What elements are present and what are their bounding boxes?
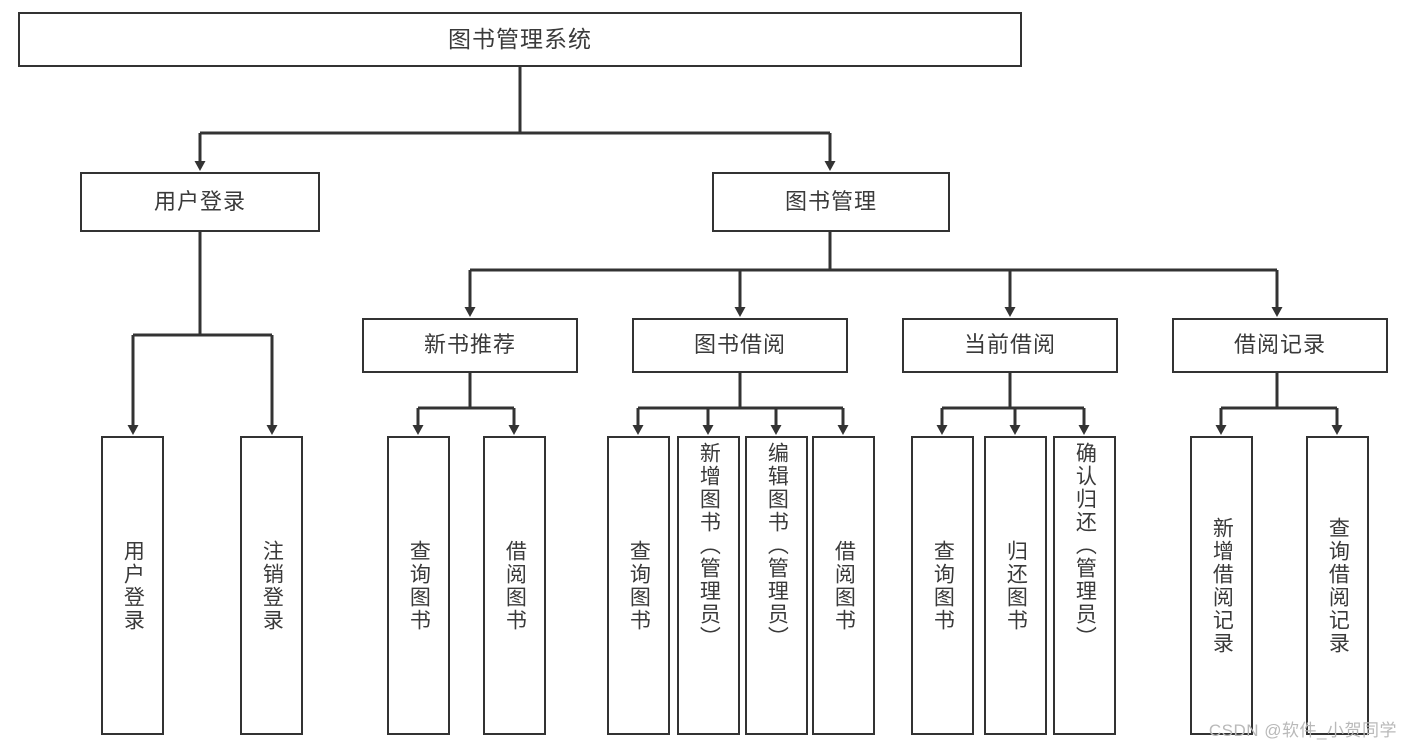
node-leaf-add-book[interactable]: 新增图书（管理员） [677, 436, 740, 735]
node-leaf-query-book-1[interactable]: 查询图书 [387, 436, 450, 735]
node-leaf-add-record[interactable]: 新增借阅记录 [1190, 436, 1253, 735]
watermark-text: CSDN @软件_小贺同学 [1208, 721, 1397, 740]
node-leaf-borrow-book-1[interactable]: 借阅图书 [483, 436, 546, 735]
node-leaf-return-book[interactable]: 归还图书 [984, 436, 1047, 735]
node-leaf-user-login[interactable]: 用户登录 [101, 436, 164, 735]
node-book-borrow-label: 图书借阅 [693, 332, 786, 358]
node-leaf-query-record[interactable]: 查询借阅记录 [1306, 436, 1369, 735]
node-borrow-record[interactable]: 借阅记录 [1172, 318, 1388, 373]
node-leaf-return-book-label: 归还图书 [1004, 539, 1028, 632]
node-leaf-logout[interactable]: 注销登录 [240, 436, 303, 735]
node-leaf-borrow-book-2-label: 借阅图书 [832, 539, 856, 632]
node-user-login[interactable]: 用户登录 [80, 172, 320, 232]
node-current-borrow[interactable]: 当前借阅 [902, 318, 1118, 373]
node-user-login-label: 用户登录 [153, 188, 246, 214]
node-leaf-query-book-2[interactable]: 查询图书 [607, 436, 670, 735]
node-borrow-record-label: 借阅记录 [1233, 332, 1326, 358]
node-leaf-query-record-label: 查询借阅记录 [1326, 516, 1350, 655]
node-leaf-confirm-return[interactable]: 确认归还（管理员） [1053, 436, 1116, 735]
node-leaf-add-book-label: 新增图书（管理员） [697, 442, 721, 649]
node-leaf-query-book-1-label: 查询图书 [407, 539, 431, 632]
node-leaf-edit-book-label: 编辑图书（管理员） [765, 442, 789, 649]
node-leaf-user-login-label: 用户登录 [121, 539, 145, 632]
node-book-borrow[interactable]: 图书借阅 [632, 318, 848, 373]
node-new-book-rec[interactable]: 新书推荐 [362, 318, 578, 373]
node-leaf-query-book-2-label: 查询图书 [627, 539, 651, 632]
node-leaf-query-book-3[interactable]: 查询图书 [911, 436, 974, 735]
node-leaf-confirm-return-label: 确认归还（管理员） [1073, 442, 1097, 649]
node-leaf-query-book-3-label: 查询图书 [931, 539, 955, 632]
node-current-borrow-label: 当前借阅 [963, 332, 1056, 358]
node-leaf-add-record-label: 新增借阅记录 [1210, 516, 1234, 655]
node-leaf-logout-label: 注销登录 [260, 539, 284, 632]
node-leaf-borrow-book-1-label: 借阅图书 [503, 539, 527, 632]
node-book-manage[interactable]: 图书管理 [712, 172, 950, 232]
node-root-label: 图书管理系统 [448, 25, 592, 52]
node-book-manage-label: 图书管理 [784, 188, 877, 214]
node-root[interactable]: 图书管理系统 [18, 12, 1022, 67]
node-leaf-edit-book[interactable]: 编辑图书（管理员） [745, 436, 808, 735]
node-leaf-borrow-book-2[interactable]: 借阅图书 [812, 436, 875, 735]
node-new-book-rec-label: 新书推荐 [423, 332, 516, 358]
